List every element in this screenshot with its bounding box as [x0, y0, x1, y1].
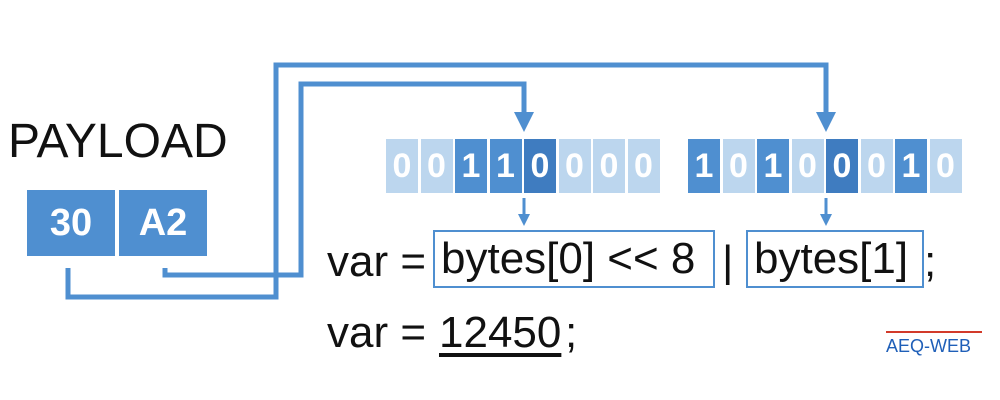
logo-text: AEQ-WEB	[886, 336, 972, 356]
byte0-bit-1: 0	[420, 139, 453, 193]
byte1-bit-1: 0	[722, 139, 755, 193]
byte1-bit-4: 0	[826, 139, 858, 193]
byte1-bit-0: 1	[688, 139, 720, 193]
byte0-bit-2: 1	[455, 139, 487, 193]
expr-suffix: ;	[924, 237, 937, 286]
byte0-bit-7: 0	[627, 139, 660, 193]
expr-part1: bytes[1]	[746, 230, 924, 288]
byte0-bit-0: 0	[386, 139, 418, 193]
result-value: 12450	[439, 308, 562, 357]
byte1-bit-5: 0	[860, 139, 893, 193]
payload-byte-0: 30	[27, 190, 115, 256]
logo-bar	[886, 331, 982, 333]
connector-a2	[162, 81, 534, 278]
byte0-bit-6: 0	[593, 139, 625, 193]
result-suffix: ;	[565, 308, 578, 357]
byte0-bit-3: 1	[489, 139, 522, 193]
byte0-bit-5: 0	[558, 139, 591, 193]
expr-op: |	[722, 237, 734, 286]
byte0-bit-4: 0	[524, 139, 556, 193]
byte1-bit-7: 0	[929, 139, 962, 193]
byte1-bit-3: 0	[791, 139, 824, 193]
connector-30	[65, 62, 836, 300]
byte1-bit-2: 1	[757, 139, 789, 193]
expr-prefix: var =	[327, 237, 427, 286]
payload-byte-1: A2	[119, 190, 207, 256]
result-prefix: var =	[327, 308, 427, 357]
payload-title: PAYLOAD	[8, 115, 228, 168]
expr-part0: bytes[0] << 8	[433, 230, 715, 288]
byte1-bit-6: 1	[895, 139, 927, 193]
